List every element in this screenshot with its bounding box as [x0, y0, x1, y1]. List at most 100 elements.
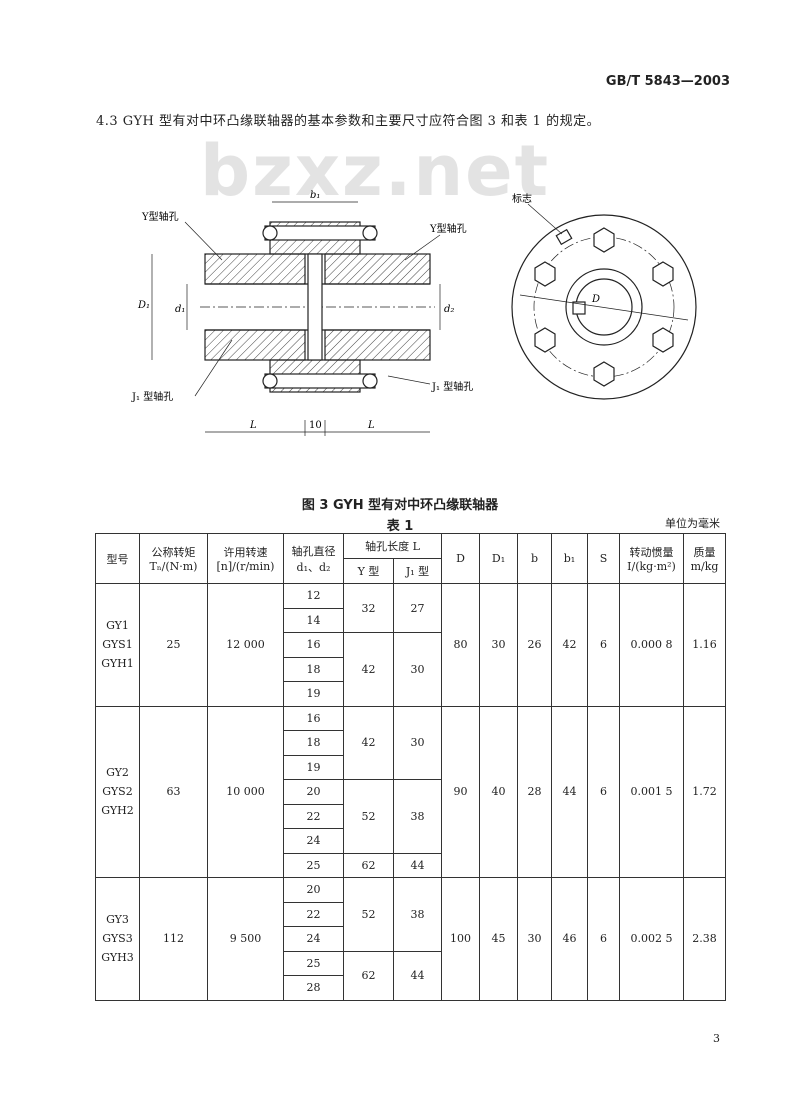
S-cell: 6	[587, 583, 620, 707]
header-speed: 许用转速[n]/(r/min)	[207, 533, 284, 584]
bore-cell: 16	[283, 705, 344, 731]
length-j1-cell: 44	[393, 950, 442, 1001]
bore-cell: 22	[283, 803, 344, 829]
bore-cell: 12	[283, 583, 344, 609]
inertia-cell: 0.001 5	[619, 705, 684, 878]
length-j1-cell: 38	[393, 779, 442, 854]
bore-cell: 19	[283, 754, 344, 780]
length-y-cell: 62	[343, 950, 394, 1001]
table-row: 19	[96, 681, 726, 707]
clause-text: 4.3 GYH 型有对中环凸缘联轴器的基本参数和主要尺寸应符合图 3 和表 1 …	[96, 114, 601, 129]
table-row: 18	[96, 656, 726, 682]
length-j1-cell: 27	[393, 583, 442, 633]
mass-cell: 1.16	[683, 583, 726, 707]
label-y-hole-left: Y型轴孔	[141, 210, 179, 223]
torque-cell: 112	[139, 877, 208, 1001]
header-length: 轴孔长度 L	[343, 533, 442, 559]
label-y-hole-right: Y型轴孔	[429, 222, 467, 235]
header-model: 型号	[95, 533, 140, 584]
bore-cell: 25	[283, 852, 344, 878]
header-S: S	[587, 533, 620, 584]
watermark: bzxz.net	[200, 130, 551, 212]
section-view	[151, 201, 441, 436]
b-cell: 26	[517, 583, 552, 707]
table-row: 28	[96, 975, 726, 1001]
bore-cell: 20	[283, 779, 344, 805]
bore-cell: 28	[283, 975, 344, 1001]
torque-cell: 63	[139, 705, 208, 878]
length-j1-cell: 44	[393, 852, 442, 878]
D-cell: 90	[441, 705, 480, 878]
bore-cell: 24	[283, 926, 344, 952]
length-j1-cell: 30	[393, 705, 442, 780]
header-D1: D₁	[479, 533, 518, 584]
b1-cell: 42	[551, 583, 588, 707]
mass-cell: 2.38	[683, 877, 726, 1001]
torque-cell: 25	[139, 583, 208, 707]
header-b: b	[517, 533, 552, 584]
D1-cell: 30	[479, 583, 518, 707]
table-row: 22	[96, 901, 726, 927]
D-cell: 80	[441, 583, 480, 707]
dim-D: D	[591, 294, 600, 305]
length-y-cell: 42	[343, 705, 394, 780]
page-number: 3	[713, 1032, 720, 1045]
table-row: 22	[96, 803, 726, 829]
D1-cell: 40	[479, 705, 518, 878]
inertia-cell: 0.002 5	[619, 877, 684, 1001]
mass-cell: 1.72	[683, 705, 726, 878]
dim-d1: d₁	[175, 304, 185, 315]
length-y-cell: 32	[343, 583, 394, 633]
table-row: 20 52 38	[96, 779, 726, 854]
S-cell: 6	[587, 705, 620, 878]
length-y-cell: 52	[343, 779, 394, 854]
dim-d2: d₂	[444, 304, 454, 315]
dim-L-right: L	[367, 420, 375, 431]
header-length-y: Y 型	[343, 558, 394, 584]
label-mark: 标志	[512, 192, 532, 205]
length-y-cell: 62	[343, 852, 394, 878]
dim-gap: 10	[309, 420, 322, 431]
D1-cell: 45	[479, 877, 518, 1001]
b-cell: 30	[517, 877, 552, 1001]
header-D: D	[441, 533, 480, 584]
speed-cell: 12 000	[207, 583, 284, 707]
length-j1-cell: 30	[393, 632, 442, 707]
bore-cell: 18	[283, 656, 344, 682]
table-row: 16 42 30	[96, 632, 726, 707]
table-title: 表 1	[386, 519, 414, 534]
dim-L-left: L	[249, 420, 257, 431]
bore-cell: 19	[283, 681, 344, 707]
b-cell: 28	[517, 705, 552, 878]
length-y-cell: 42	[343, 632, 394, 707]
header-length-j1: J₁ 型	[393, 558, 442, 584]
S-cell: 6	[587, 877, 620, 1001]
header-b1: b₁	[551, 533, 588, 584]
D-cell: 100	[441, 877, 480, 1001]
bore-cell: 18	[283, 730, 344, 756]
bore-cell: 22	[283, 901, 344, 927]
speed-cell: 9 500	[207, 877, 284, 1001]
b1-cell: 44	[551, 705, 588, 878]
dim-D1: D₁	[137, 300, 150, 311]
bore-cell: 24	[283, 828, 344, 854]
unit-note: 单位为毫米	[665, 517, 720, 530]
inertia-cell: 0.000 8	[619, 583, 684, 707]
end-view	[511, 214, 697, 400]
length-j1-cell: 38	[393, 877, 442, 952]
table-row: 18	[96, 730, 726, 756]
label-j1-hole-right: J₁ 型轴孔	[431, 380, 473, 393]
table-row: 14	[96, 607, 726, 633]
table-row: 25 62 44	[96, 852, 726, 878]
label-j1-hole-left: J₁ 型轴孔	[131, 390, 173, 403]
